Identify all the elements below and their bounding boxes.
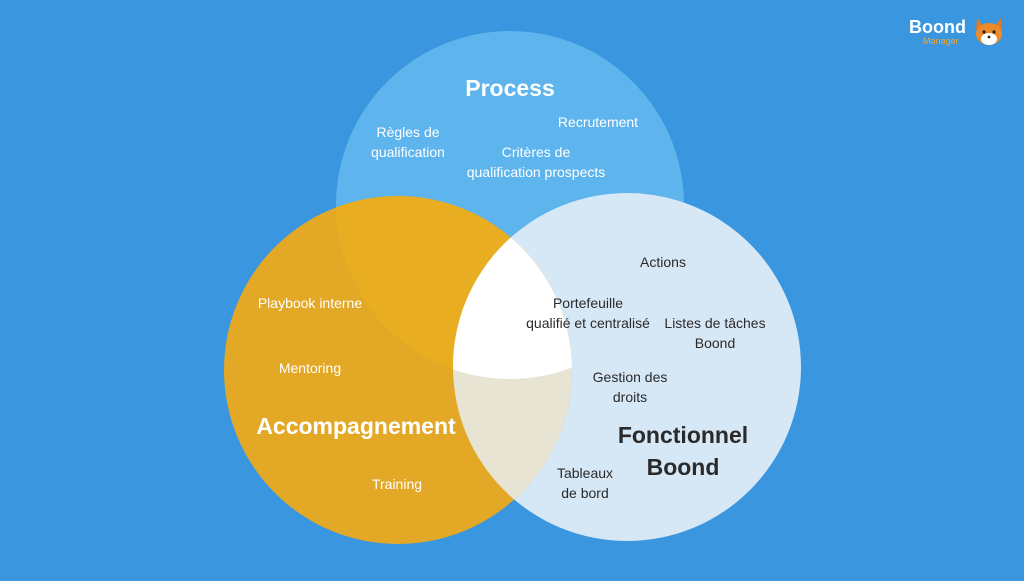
accompagnement-item-training: Training: [371, 476, 423, 492]
fonctionnel-item-actions: Actions: [640, 254, 686, 270]
fonctionnel-title: Fonctionnel Boond: [617, 422, 749, 480]
center-label: Portefeuille qualifié et centralisé: [526, 295, 650, 331]
center-overlap: [453, 196, 572, 379]
process-title: Process: [465, 75, 555, 101]
logo-sub: Manager: [923, 36, 959, 46]
accompagnement-item-playbook: Playbook interne: [257, 295, 363, 311]
boond-manager-logo: Boond Manager: [905, 14, 1015, 54]
process-item-criteres: Critères de qualification prospects: [466, 144, 606, 180]
process-item-regles: Règles de qualification: [371, 124, 445, 160]
fox-mascot-icon: [976, 18, 1002, 45]
process-item-recrutement: Recrutement: [557, 114, 639, 130]
accompagnement-item-mentoring: Mentoring: [278, 360, 342, 376]
accompagnement-title: Accompagnement: [256, 413, 456, 439]
fonctionnel-item-tableaux: Tableaux de bord: [556, 465, 614, 501]
logo-name: Boond: [909, 17, 966, 37]
fonctionnel-item-gestion: Gestion des droits: [592, 369, 668, 405]
fonctionnel-item-listes: Listes de tâches Boond: [664, 315, 766, 351]
